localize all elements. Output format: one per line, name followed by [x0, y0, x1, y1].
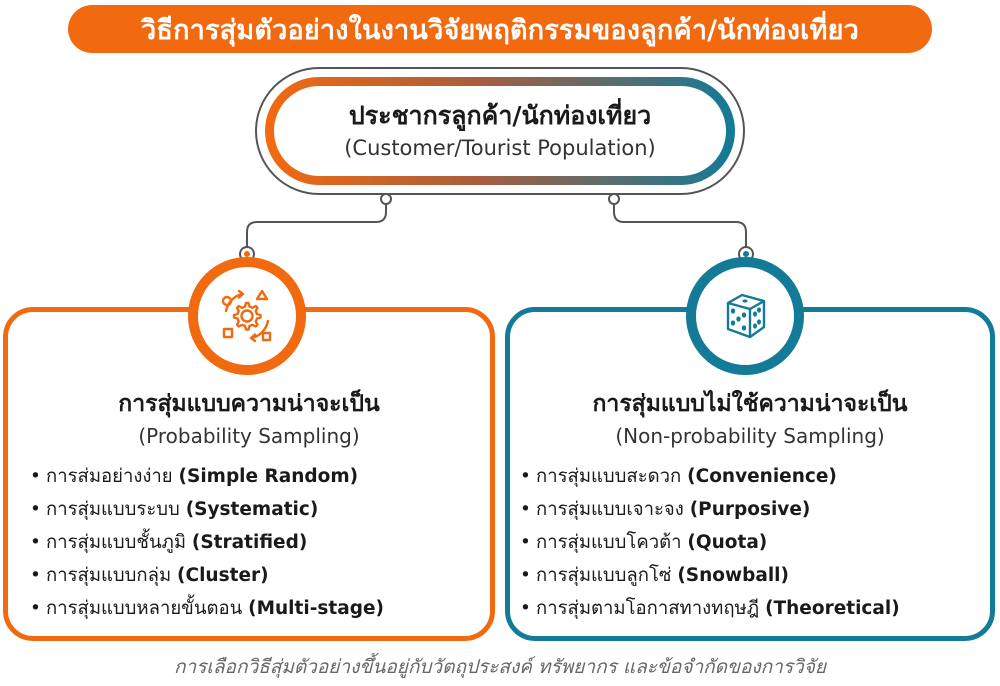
list-item: •การสุ่มแบบเจาะจง (Purposive) [520, 499, 811, 520]
connector-dot-left-top [380, 193, 392, 205]
list-item: •การสุ่มแบบโควต้า (Quota) [520, 532, 768, 553]
probability-subtitle: (Probability Sampling) [138, 424, 360, 448]
connector-left [246, 199, 387, 248]
connector-dot-right-top [608, 193, 620, 205]
population-node: ประชากรลูกค้า/นักท่องเที่ยว (Customer/To… [274, 86, 726, 176]
list-item: •การส่มอย่างง่าย (Simple Random) [30, 466, 359, 487]
list-item: •การสุ่มแบบสะดวก (Convenience) [520, 466, 837, 487]
nonprobability-list: •การสุ่มแบบสะดวก (Convenience) •การสุ่มแ… [520, 460, 900, 625]
gear-cycle-icon [221, 289, 272, 343]
probability-badge [188, 257, 306, 375]
population-title: ประชากรลูกค้า/นักท่องเที่ยว [348, 101, 652, 130]
list-item: •การสุ่มแบบหลายขั้นตอน (Multi-stage) [30, 598, 384, 619]
list-item: •การสุ่มแบบลูกโซ่ (Snowball) [520, 565, 789, 586]
dice-icon [726, 293, 766, 339]
connector-right [613, 199, 747, 248]
banner-title: วิธีการสุ่มตัวอย่างในงานวิจัยพฤติกรรมของ… [68, 5, 932, 53]
list-item: •การสุ่มแบบระบบ (Systematic) [30, 499, 319, 520]
footer-note: การเลือกวิธีสุ่มตัวอย่างขึ้นอยู่กับวัตถุ… [174, 656, 826, 678]
list-item: •การสุ่มแบบกลุ่ม (Cluster) [30, 565, 269, 586]
nonprobability-badge [686, 257, 804, 375]
probability-list: •การส่มอย่างง่าย (Simple Random) •การสุ่… [30, 460, 384, 625]
nonprobability-subtitle: (Non-probability Sampling) [615, 424, 885, 448]
nonprobability-title: การสุ่มแบบไม่ใช้ความน่าจะเป็น [592, 391, 908, 417]
list-item: •การสุ่มตามโอกาสทางทฤษฎี (Theoretical) [520, 598, 900, 619]
population-subtitle: (Customer/Tourist Population) [344, 136, 656, 160]
list-item: •การสุ่มแบบชั้นภูมิ (Stratified) [30, 532, 308, 553]
population-outline [255, 67, 745, 195]
probability-title: การสุ่มแบบความน่าจะเป็น [118, 391, 380, 417]
